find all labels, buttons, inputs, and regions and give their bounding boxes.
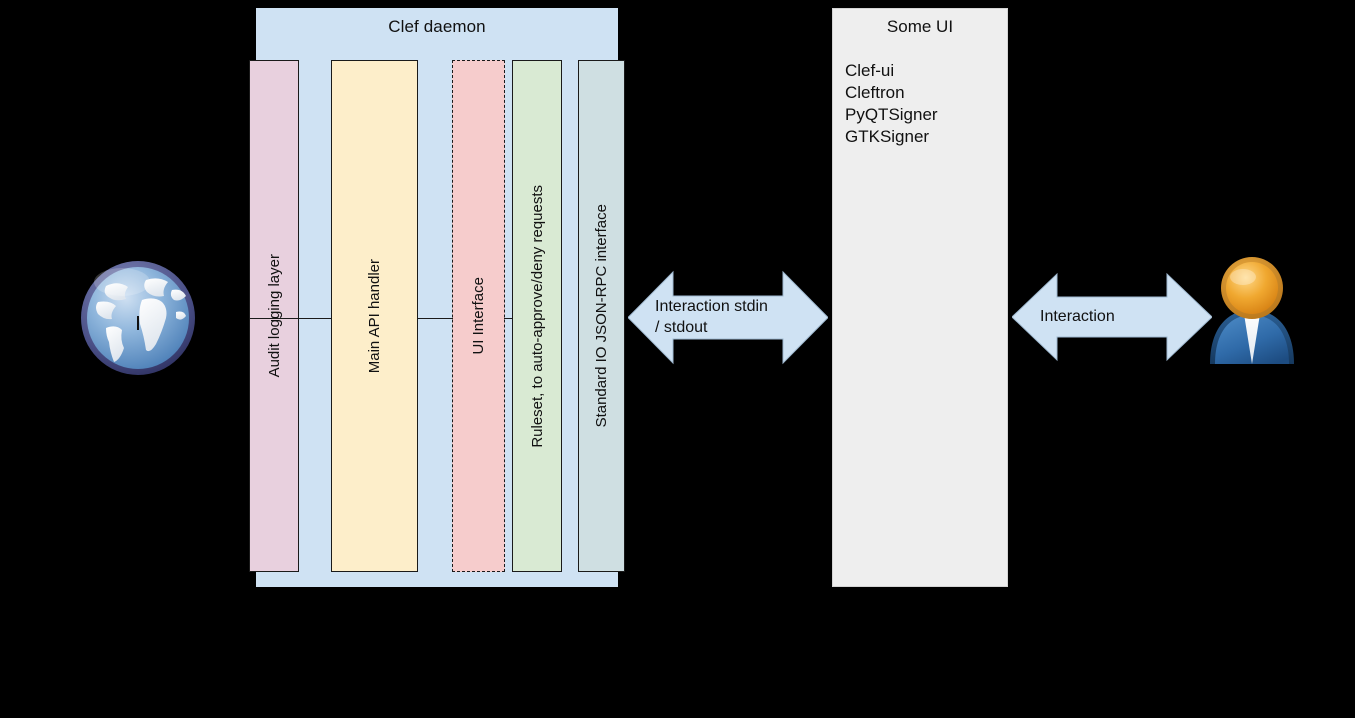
connector-line-audit-internal xyxy=(249,318,299,319)
column-ruleset[interactable]: Ruleset, to auto-approve/deny requests xyxy=(512,60,562,572)
connector-line-audit-to-api xyxy=(298,318,332,319)
globe-icon xyxy=(76,256,200,380)
list-item: GTKSigner xyxy=(845,127,930,146)
clef-daemon-title: Clef daemon xyxy=(388,17,486,36)
connector-line-api-to-ui xyxy=(417,318,453,319)
list-item: Cleftron xyxy=(845,83,905,102)
arrow-daemon-to-ui-label-line1: Interaction stdin xyxy=(655,298,768,315)
arrow-daemon-to-ui-label-line2: / stdout xyxy=(655,319,708,336)
column-audit-logging-layer-label: Audit logging layer xyxy=(265,254,283,378)
arrow-ui-to-user-label-line1: Interaction xyxy=(1040,308,1115,325)
arrow-ui-to-user-label: Interaction xyxy=(1040,306,1210,327)
column-standard-io-jsonrpc-label: Standard IO JSON-RPC interface xyxy=(593,204,610,428)
column-audit-logging-layer[interactable]: Audit logging layer xyxy=(249,60,299,572)
column-ui-interface[interactable]: UI Interface xyxy=(452,60,505,572)
arrow-daemon-to-ui-label: Interaction stdin / stdout xyxy=(655,296,830,338)
column-ui-interface-label: UI Interface xyxy=(470,277,487,355)
some-ui-list: Clef-ui Cleftron PyQTSigner GTKSigner xyxy=(845,60,1005,148)
user-icon xyxy=(1204,252,1300,368)
some-ui-title: Some UI xyxy=(886,17,954,36)
arrow-daemon-to-ui xyxy=(628,270,828,365)
column-standard-io-jsonrpc[interactable]: Standard IO JSON-RPC interface xyxy=(578,60,625,572)
clef-daemon-container xyxy=(256,8,618,587)
list-item: PyQTSigner xyxy=(845,105,938,124)
some-ui-panel xyxy=(832,8,1008,587)
list-item: Clef-ui xyxy=(845,61,895,80)
column-main-api-handler[interactable]: Main API handler xyxy=(331,60,418,572)
column-ruleset-label: Ruleset, to auto-approve/deny requests xyxy=(528,184,546,448)
connector-line-ui-to-ruleset xyxy=(504,318,513,319)
arrow-ui-to-user xyxy=(1012,272,1212,362)
column-main-api-handler-label: Main API handler xyxy=(366,258,383,374)
